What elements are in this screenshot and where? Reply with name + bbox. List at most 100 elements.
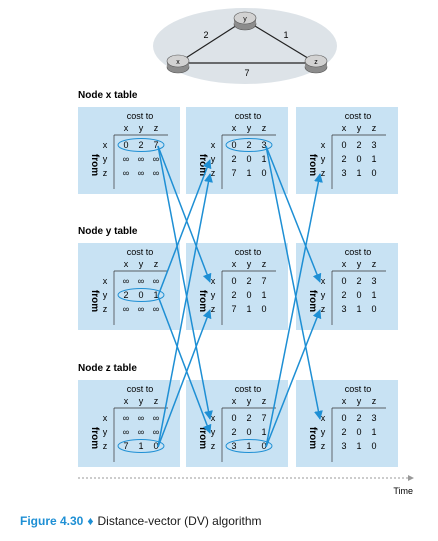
row-header-z: z [103, 168, 108, 178]
from-label: from [89, 290, 100, 312]
update-arrow [157, 173, 213, 448]
col-header-z: z [154, 396, 159, 406]
row-header-x: x [321, 276, 326, 286]
router-x-icon: x [166, 54, 190, 74]
col-header-y: y [357, 396, 362, 406]
table-cell: ∞ [123, 413, 129, 423]
col-header-y: y [357, 123, 362, 133]
table-cell: 0 [231, 413, 236, 423]
table-cell: 0 [123, 140, 128, 150]
col-header-x: x [124, 259, 129, 269]
col-header-y: y [139, 123, 144, 133]
table-cell: ∞ [138, 427, 144, 437]
update-arrow [157, 295, 212, 434]
table-cell: 0 [371, 304, 376, 314]
col-header-z: z [154, 123, 159, 133]
col-header-x: x [342, 259, 347, 269]
link-y-z [244, 19, 317, 64]
topology-cloud [153, 8, 337, 84]
table-cell: 2 [138, 140, 143, 150]
table-cell: 1 [246, 168, 251, 178]
update-arrow [157, 159, 212, 297]
from-label: from [89, 427, 100, 449]
row-header-x: x [103, 140, 108, 150]
from-label: from [197, 427, 208, 449]
table-cell: ∞ [123, 304, 129, 314]
table-cell: 1 [246, 304, 251, 314]
cost-to-label: cost to [127, 111, 154, 121]
col-header-z: z [372, 396, 377, 406]
cost-to-label: cost to [127, 384, 154, 394]
row-header-z: z [211, 168, 216, 178]
table-cell: 0 [246, 427, 251, 437]
col-header-z: z [154, 259, 159, 269]
table-cell: 3 [341, 304, 346, 314]
table-cell: 2 [231, 290, 236, 300]
table-cell: ∞ [153, 276, 159, 286]
col-header-x: x [342, 123, 347, 133]
table-cell: 0 [261, 168, 266, 178]
table-cell: ∞ [153, 154, 159, 164]
table-panel [296, 107, 398, 194]
table-cell: ∞ [153, 427, 159, 437]
col-header-y: y [357, 259, 362, 269]
node-y-table-title: Node y table [78, 226, 138, 237]
figure-caption: Figure 4.30♦Distance-vector (DV) algorit… [20, 514, 262, 528]
table-cell: ∞ [123, 168, 129, 178]
link-cost-y-z: 1 [283, 30, 288, 40]
table-cell: 0 [356, 290, 361, 300]
cost-to-label: cost to [235, 111, 262, 121]
table-cell: 0 [341, 413, 346, 423]
col-header-x: x [232, 259, 237, 269]
node-z-table-title: Node z table [78, 363, 137, 374]
table-cell: 7 [261, 276, 266, 286]
from-label: from [307, 290, 318, 312]
table-cell: 0 [371, 441, 376, 451]
table-cell: 2 [123, 290, 128, 300]
table-cell: 1 [261, 427, 266, 437]
col-header-x: x [124, 396, 129, 406]
col-header-x: x [232, 123, 237, 133]
table-cell: 7 [231, 304, 236, 314]
table-cell: 0 [261, 304, 266, 314]
caption-bullet: ♦ [87, 514, 94, 528]
node-x-table-title: Node x table [78, 90, 138, 101]
from-label: from [307, 427, 318, 449]
cost-to-label: cost to [345, 111, 372, 121]
cost-to-label: cost to [235, 384, 262, 394]
table-cell: 2 [356, 276, 361, 286]
table-cell: 7 [261, 413, 266, 423]
col-header-z: z [262, 259, 267, 269]
col-header-z: z [262, 396, 267, 406]
table-cell: 3 [341, 441, 346, 451]
row-header-x: x [211, 276, 216, 286]
table-cell: 1 [261, 154, 266, 164]
table-cell: 2 [356, 413, 361, 423]
row-header-z: z [321, 304, 326, 314]
row-header-x: x [321, 140, 326, 150]
row-header-x: x [103, 413, 108, 423]
table-cell: ∞ [138, 304, 144, 314]
table-cell: 7 [123, 441, 128, 451]
table-cell: 0 [261, 441, 266, 451]
table-cell: ∞ [153, 168, 159, 178]
table-cell: ∞ [138, 168, 144, 178]
from-label: from [307, 154, 318, 176]
table-cell: ∞ [123, 427, 129, 437]
table-cell: ∞ [138, 276, 144, 286]
col-header-y: y [139, 396, 144, 406]
table-cell: 2 [341, 154, 346, 164]
from-label: from [89, 154, 100, 176]
col-header-y: y [247, 123, 252, 133]
row-header-y: y [321, 154, 326, 164]
distance-vector-highlight [225, 439, 273, 453]
update-arrow [157, 145, 212, 283]
router-x-label: x [176, 59, 180, 66]
distance-vector-highlight [117, 138, 165, 152]
table-cell: ∞ [123, 276, 129, 286]
table-cell: 0 [231, 276, 236, 286]
